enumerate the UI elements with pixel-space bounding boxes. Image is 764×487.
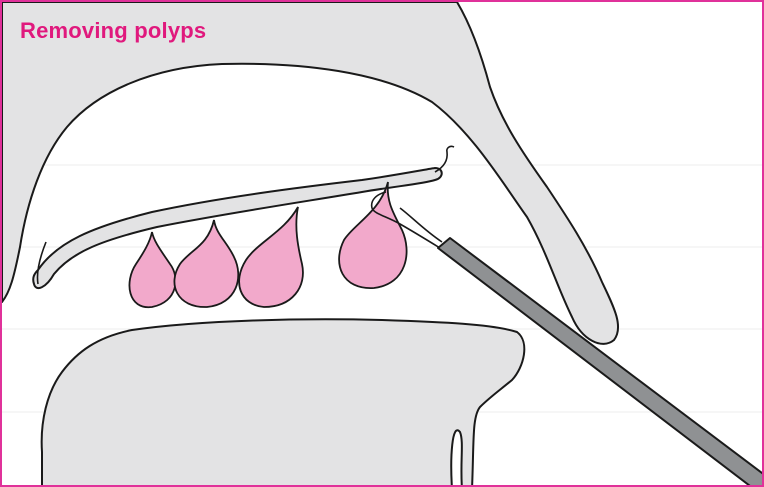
polyp [239, 207, 303, 307]
upper-nasal-wall [2, 2, 618, 344]
polyp [339, 182, 407, 288]
polyp [129, 232, 175, 307]
diagram-title: Removing polyps [20, 18, 206, 44]
lower-nasal-wall [42, 319, 525, 487]
polyp [174, 220, 238, 307]
